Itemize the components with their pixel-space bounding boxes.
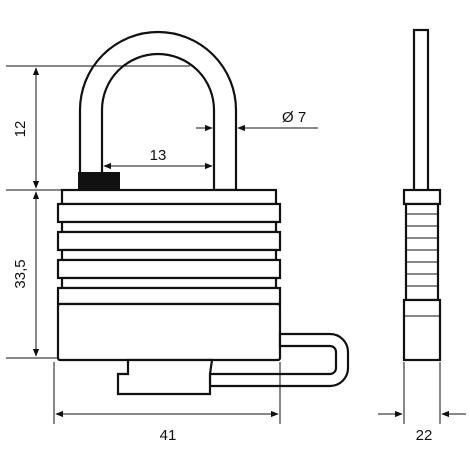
dim-shackle-diameter: Ø 7 [282,109,306,126]
lock-body-ribbed [56,188,282,306]
dimension-lines [6,65,466,424]
dim-body-height: 33,5 [12,259,29,288]
side-base [402,298,442,362]
dim-body-width: 41 [160,427,177,444]
side-shackle [412,28,430,194]
shackle-sleeve [78,172,120,190]
cover-loop [208,332,350,388]
side-view [402,28,442,362]
lock-body-base [56,302,282,362]
dim-depth: 22 [416,427,433,444]
keyway-cover [116,358,214,396]
dim-shackle-height: 12 [12,121,29,138]
front-view [56,30,350,396]
dim-shackle-inner-width: 13 [150,147,167,164]
